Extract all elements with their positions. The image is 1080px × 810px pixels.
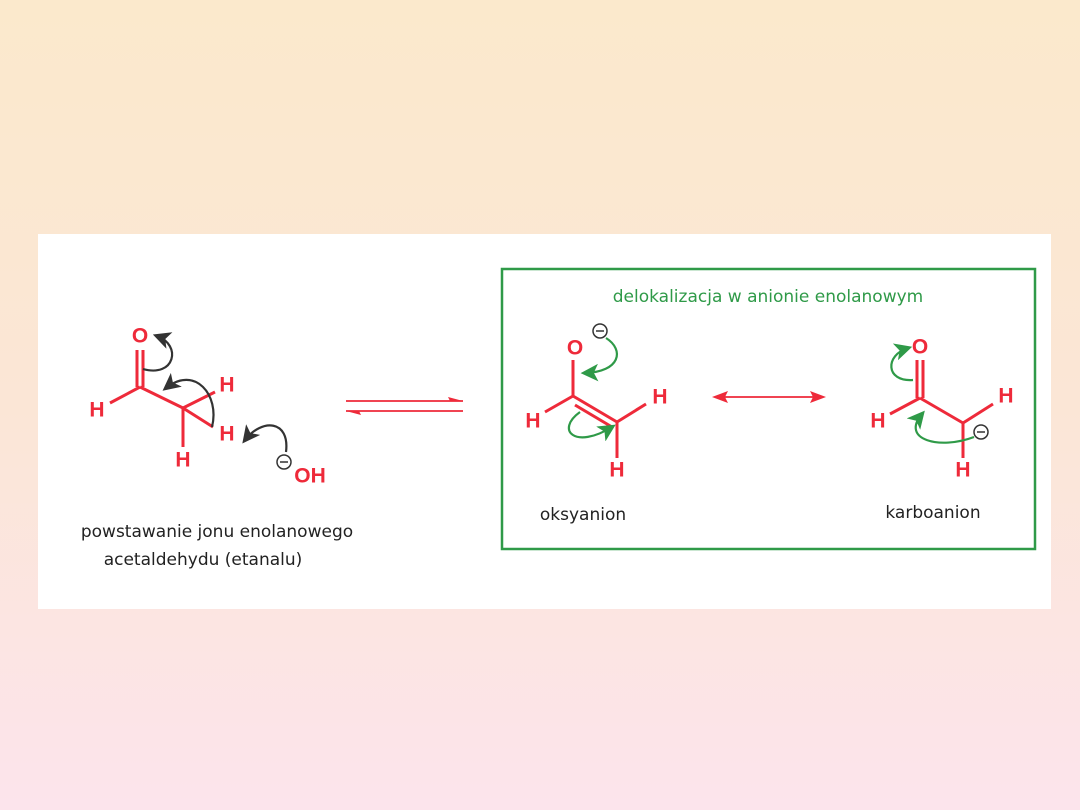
atom-hydrogen: H <box>955 459 970 482</box>
oksyanion-label: oksyanion <box>540 505 626 525</box>
caption-line1: powstawanie jonu enolanowego <box>81 522 353 542</box>
resonance-box <box>500 267 1037 551</box>
negative-charge-icon <box>973 424 989 440</box>
caption-line2: acetaldehydu (etanalu) <box>104 550 303 570</box>
atom-hydrogen: H <box>175 449 190 472</box>
curly-arrow-icon <box>890 343 914 382</box>
curly-arrow-icon <box>242 424 288 453</box>
resonance-title: delokalizacja w anionie enolanowym <box>613 287 923 307</box>
curly-arrow-icon <box>142 332 174 372</box>
atom-hydrogen: H <box>219 374 234 397</box>
oksyanion-structure: O H H H <box>525 323 668 482</box>
karboanion-label: karboanion <box>885 503 980 523</box>
atom-hydrogen: H <box>870 410 885 433</box>
atom-hydrogen: H <box>219 423 234 446</box>
atom-hydrogen: H <box>609 459 624 482</box>
equilibrium-arrows-icon <box>346 397 463 415</box>
curly-arrow-icon <box>580 337 618 382</box>
atom-hydrogen: H <box>89 399 104 422</box>
atom-oxygen: O <box>912 336 928 359</box>
atom-hydrogen: H <box>652 386 667 409</box>
atom-hydrogen: H <box>525 410 540 433</box>
atom-oxygen: O <box>567 337 583 360</box>
resonance-arrow-icon <box>712 391 826 403</box>
hydroxide-label: OH <box>294 465 326 488</box>
atom-oxygen: O <box>132 325 148 348</box>
atom-hydrogen: H <box>998 385 1013 408</box>
curly-arrow-icon <box>567 411 616 442</box>
curly-arrow-icon <box>162 372 215 428</box>
acetaldehyde-molecule: O H H H H OH <box>89 325 325 488</box>
negative-charge-icon <box>592 323 608 339</box>
karboanion-structure: O H H H <box>870 336 1013 482</box>
curly-arrow-icon <box>906 410 975 444</box>
negative-charge-icon <box>276 454 292 470</box>
